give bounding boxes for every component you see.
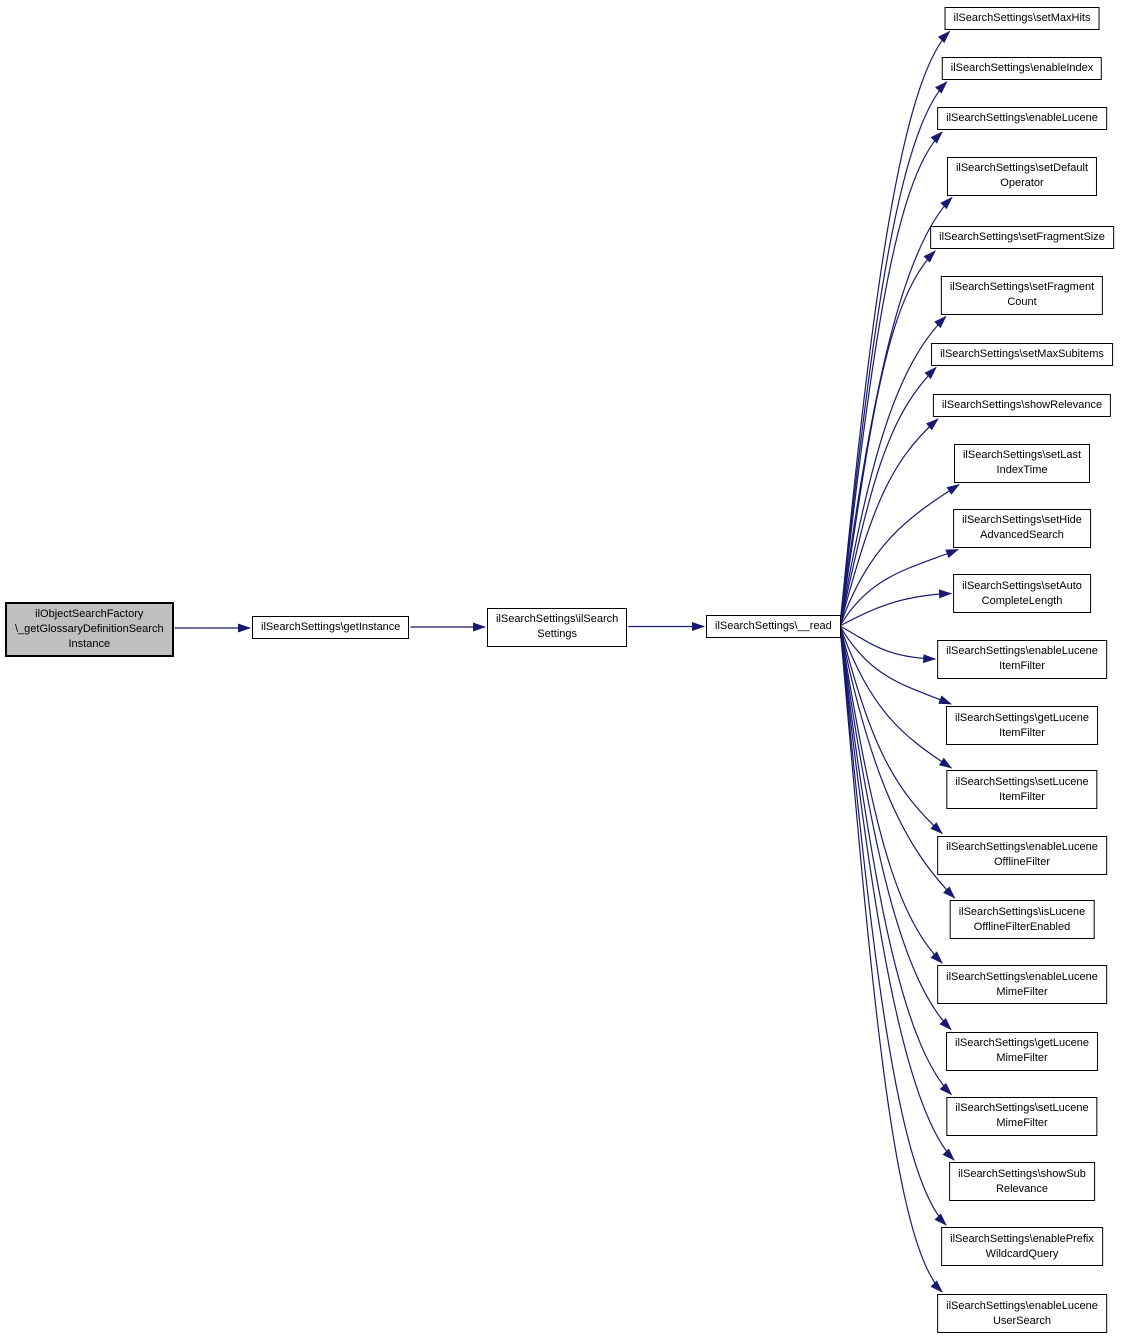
node-label-line: ilSearchSettings\getLucene [955,711,1089,724]
call-edge-ilsearchsettings-getlucenemimefilter [840,632,952,1031]
call-edge-ilsearchsettings-setmaxhits [840,30,951,618]
node-label-line: ItemFilter [999,660,1045,672]
node-ilobjectsearchfactory-getglossarydefinitionsearchinstance[interactable]: ilObjectSearchFactory \_getGlossaryDefini… [5,601,174,657]
node-label-line: UserSearch [992,1314,1052,1327]
node-label-line: Instance [68,637,111,650]
node-label-line: AdvancedSearch [980,529,1064,541]
call-edge-ilsearchsettings-showrelevance [840,418,939,623]
call-edge-ilsearchsettings-setfragmentsize [840,250,936,621]
call-edge-ilsearchsettings-getluceneitemfilter [840,627,952,705]
node-label-line: Count [1007,296,1037,308]
node-label-line: ilSearchSettings\enableLucene [946,841,1098,853]
node-ilsearchsettings-enableindex[interactable]: ilSearchSettings\enableIndex [941,57,1103,80]
node-ilsearchsettings-setmaxsubitems[interactable]: ilSearchSettings\setMaxSubitems [931,342,1113,366]
call-edge-ilsearchsettings-setlucenemimefilter [840,633,953,1096]
node-label-line: ilSearchSettings\setLucene [955,1102,1089,1114]
node-ilsearchsettings-getinstance[interactable]: ilSearchSettings\getInstance [252,615,410,639]
node-label-line: ilObjectSearchFactory [35,607,144,620]
node-label-line: MimeFilter [996,1117,1048,1129]
node-label-line: ilSearchSettings\showRelevance [941,399,1103,411]
node-label-line: ilSearchSettings\enableLucene [946,112,1098,124]
call-edge-ilsearchsettings-sethideadvancedsearch [840,548,960,625]
node-label-line: Relevance [996,1182,1048,1195]
node-label-line: ilSearchSettings\setLucene [955,775,1089,788]
node-label-line: MimeFilter [996,985,1048,998]
node-ilsearchsettings-setmaxhits[interactable]: ilSearchSettings\setMaxHits [944,6,1100,30]
node-label-line: ItemFilter [999,790,1045,803]
node-ilsearchsettings-read[interactable]: ilSearchSettings\__read [706,614,841,638]
node-ilsearchsettings-enablelucene[interactable]: ilSearchSettings\enableLucene [937,107,1107,130]
node-label-line: ilSearchSettings\setDefault [955,162,1089,174]
node-label-line: Settings [537,628,578,640]
node-label-line: ItemFilter [999,726,1045,739]
node-label-line: ilSearchSettings\setHide [962,514,1082,526]
call-edge-ilsearchsettings-setautocompletelength [840,589,953,627]
call-edge-ilsearchsettings-enablelucenemimefilter [840,631,943,964]
node-label-line: ilSearchSettings\setMaxHits [953,11,1091,24]
node-label-line: ilSearchSettings\setFragmentSize [939,231,1105,243]
node-label-line: ilSearchSettings\ilSearch [496,613,619,625]
call-edge-ilsearchsettings-setmaxsubitems [840,366,937,623]
node-label-line: ilSearchSettings\setMaxSubitems [940,347,1104,360]
call-edge-ilsearchsettings-enableluceneitemfilter [840,625,937,664]
node-label-line: ilSearchSettings\getLucene [955,1037,1089,1049]
node-label-line: ilSearchSettings\setLast [962,449,1082,461]
node-label-line: ilSearchSettings\getInstance [261,620,401,633]
call-edge-ilsearchsettings-enableluceneofflinefilter [840,629,943,835]
node-label-line: ilSearchSettings\setAuto [962,579,1082,592]
node-label-line: WildcardQuery [985,1247,1059,1260]
node-label-line: CompleteLength [981,594,1063,607]
node-label-line: IndexTime [996,464,1048,476]
call-edge-ilsearchsettings-enableprefixwildcardquery [840,634,947,1226]
node-label-line: ilSearchSettings\enablePrefix [950,1232,1094,1245]
call-edge-ilsearchsettings-setlastindextime [840,483,960,624]
call-edge-ilsearchsettings-enablelucene [840,131,943,619]
node-label-line: MimeFilter [996,1052,1048,1064]
node-label-line: ilSearchSettings\isLucene [958,905,1086,918]
node-label-line: OfflineFilterEnabled [973,920,1071,933]
node-label-line: ilSearchSettings\enableIndex [950,62,1094,74]
node-label-line: \_getGlossaryDefinitionSearch [15,622,164,635]
node-ilsearchsettings-showrelevance[interactable]: ilSearchSettings\showRelevance [932,394,1112,417]
call-edge-ilsearchsettings-enableluceneusersearch [840,634,943,1293]
node-ilsearchsettings-setfragmentsize[interactable]: ilSearchSettings\setFragmentSize [930,226,1114,249]
node-label-line: Operator [1000,177,1044,189]
call-edge-ilsearchsettings-showsubrelevance [840,634,955,1161]
node-label-line: OfflineFilter [993,856,1051,868]
node-label-line: ilSearchSettings\__read [715,619,832,632]
node-label-line: ilSearchSettings\setFragment [949,281,1095,293]
node-label-line: ilSearchSettings\enableLucene [946,1299,1098,1312]
node-label-line: ilSearchSettings\showSub [958,1167,1086,1180]
node-label-line: ilSearchSettings\enableLucene [946,645,1098,657]
call-edge-ilsearchsettings-setluceneitemfilter [840,628,953,769]
node-label-line: ilSearchSettings\enableLucene [946,970,1098,983]
